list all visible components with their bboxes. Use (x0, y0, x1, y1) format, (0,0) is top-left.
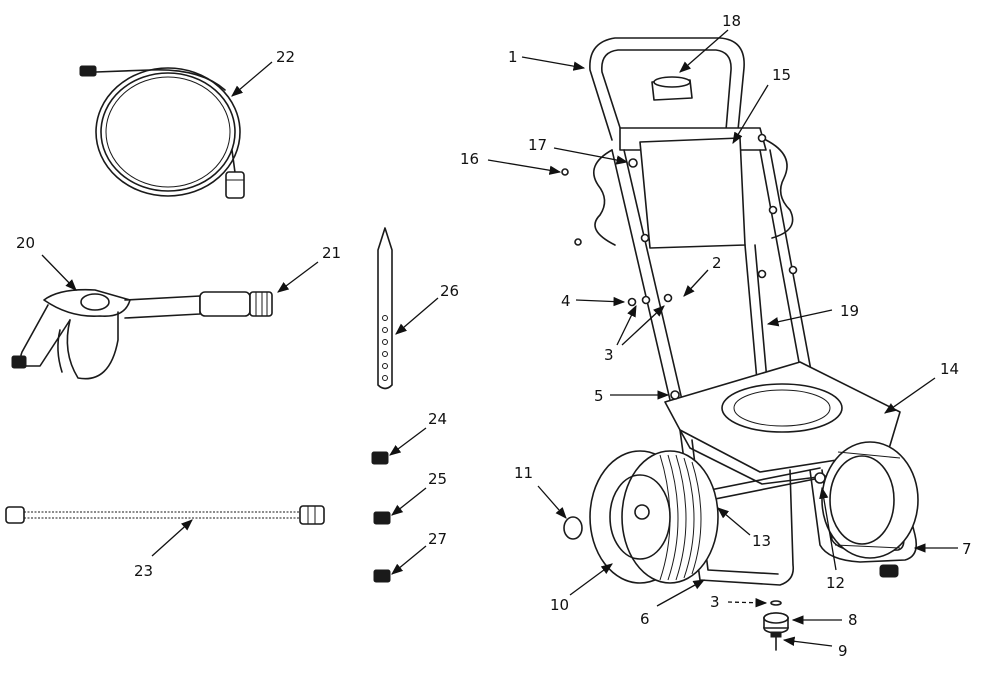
callout-19: 19 (840, 302, 859, 320)
callout-21: 21 (322, 244, 341, 262)
leader-3c (727, 598, 768, 608)
callout-3: 3 (604, 346, 614, 364)
callout-2: 2 (712, 254, 722, 272)
callout-9: 9 (838, 642, 848, 660)
coiled-hose-icon (79, 65, 245, 199)
leader-18 (679, 29, 729, 73)
leader-14 (884, 377, 936, 414)
spray-gun-icon (11, 288, 273, 380)
leader-19 (766, 309, 833, 327)
callout-17: 17 (528, 136, 547, 154)
callout-22: 22 (276, 48, 295, 66)
callout-4: 4 (561, 292, 571, 310)
callout-10: 10 (550, 596, 569, 614)
leader-12 (819, 486, 837, 571)
callout-14: 14 (940, 360, 959, 378)
callout-1: 1 (508, 48, 518, 66)
leader-21 (277, 261, 319, 293)
leader-25 (391, 487, 427, 516)
cart-frame-icon (561, 37, 919, 651)
leader-9 (782, 636, 833, 647)
callout-16: 16 (460, 150, 479, 168)
leader-20 (41, 254, 77, 291)
callout-8: 8 (848, 611, 858, 629)
nozzle-holder-icon (377, 227, 393, 390)
callout-18: 18 (722, 12, 741, 30)
wand-icon (5, 505, 325, 525)
callout-3-washer: 3 (710, 593, 720, 611)
leader-11 (537, 485, 567, 519)
leader-2 (683, 269, 709, 297)
callout-24: 24 (428, 410, 447, 428)
callout-5: 5 (594, 387, 604, 405)
callout-13: 13 (752, 532, 771, 550)
nozzle-icon (371, 451, 391, 583)
callout-23: 23 (134, 562, 153, 580)
leader-22 (231, 61, 273, 97)
leader-23 (151, 519, 193, 557)
leader-arrows (41, 29, 958, 647)
leader-10 (569, 563, 613, 596)
leader-3b (621, 305, 665, 346)
callout-26: 26 (440, 282, 459, 300)
leader-17 (553, 147, 629, 165)
callout-27: 27 (428, 530, 447, 548)
callout-12: 12 (826, 574, 845, 592)
callout-20: 20 (16, 234, 35, 252)
callout-7: 7 (962, 540, 972, 558)
leader-1 (521, 56, 586, 71)
callout-25: 25 (428, 470, 447, 488)
leader-15 (732, 84, 769, 145)
leader-13 (717, 507, 751, 536)
leader-6 (656, 579, 706, 607)
leader-3a (616, 304, 637, 346)
leader-27 (391, 545, 427, 575)
callout-15: 15 (772, 66, 791, 84)
callout-11: 11 (514, 464, 533, 482)
leader-4 (575, 296, 626, 307)
leader-16 (487, 159, 562, 175)
leader-24 (389, 427, 427, 456)
callout-6: 6 (640, 610, 650, 628)
callout-labels: 1 2 3 4 5 6 7 8 9 10 11 12 13 14 15 16 1… (16, 12, 972, 660)
leader-26 (395, 297, 439, 335)
